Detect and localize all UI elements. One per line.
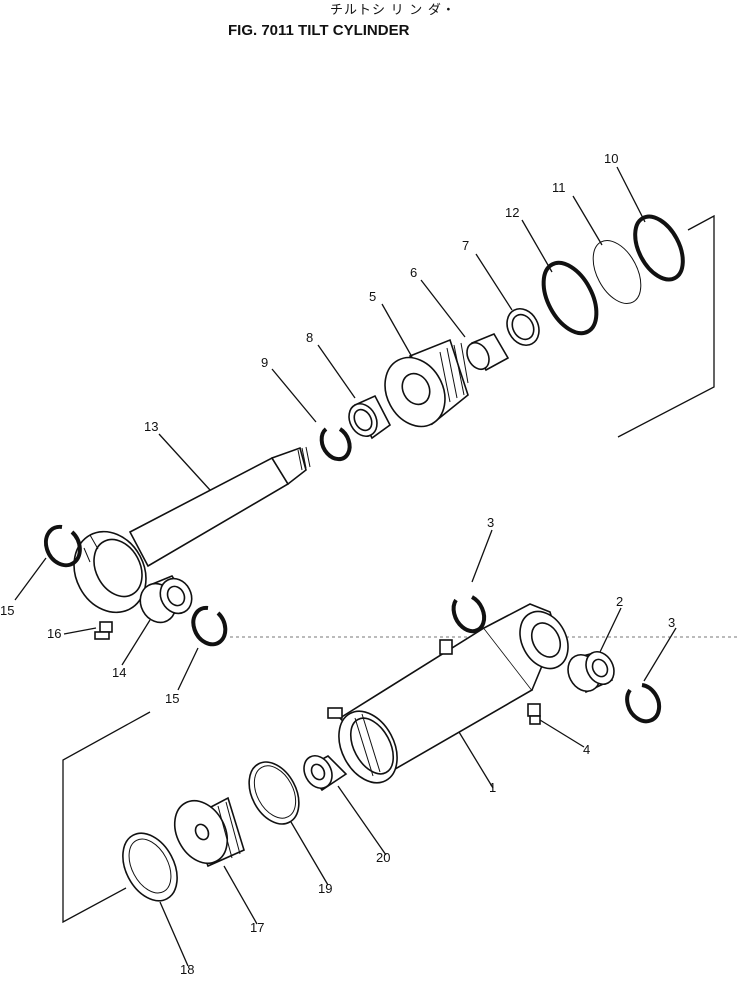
bushing-6: [466, 332, 510, 372]
callout-10: 10: [604, 151, 618, 166]
callout-14: 14: [112, 665, 126, 680]
leader-lines: [14, 166, 677, 967]
callout-7: 7: [462, 238, 469, 253]
grease-fitting-rod: [94, 621, 113, 640]
grease-fitting-tube: [527, 703, 541, 725]
nut-20: [303, 754, 348, 792]
snap-ring-9: [319, 427, 352, 462]
bushing-rod-end: [139, 575, 193, 624]
callout-4: 4: [583, 742, 590, 757]
callout-6: 6: [410, 265, 417, 280]
bushing-8: [348, 394, 392, 440]
cylinder-tube: [327, 603, 569, 784]
snap-ring-3-upper: [451, 595, 487, 634]
bushing-2: [567, 650, 615, 694]
bracket-lower: [62, 711, 151, 924]
callout-18: 18: [180, 962, 194, 977]
callout-11: 11: [552, 180, 566, 195]
callout-13: 13: [144, 419, 158, 434]
callout-16: 16: [47, 626, 61, 641]
piston-rod: [73, 446, 311, 614]
callout-12: 12: [505, 205, 519, 220]
piston-17: [173, 796, 245, 868]
snap-ring-lower: [191, 605, 228, 647]
callout-20: 20: [376, 850, 390, 865]
o-ring-12: [541, 260, 599, 336]
callout-8: 8: [306, 330, 313, 345]
snap-ring-3-right: [625, 683, 662, 724]
callout-5: 5: [369, 289, 376, 304]
callout-3-upper: 3: [487, 515, 494, 530]
cylinder-head: [384, 338, 469, 428]
callout-15-right: 15: [165, 691, 179, 706]
piston-seal-18: [122, 832, 178, 902]
o-ring-10: [633, 214, 685, 282]
title-japanese: チルトシ リ ン ダ・: [330, 2, 456, 17]
backup-ring-11: [592, 240, 642, 304]
callout-2: 2: [616, 594, 623, 609]
callout-19: 19: [318, 881, 332, 896]
callout-15-left: 15: [0, 603, 14, 618]
callout-1: 1: [489, 780, 496, 795]
bearing-7: [506, 308, 540, 346]
snap-ring-upper: [43, 524, 82, 568]
callout-9: 9: [261, 355, 268, 370]
bracket-upper: [617, 214, 715, 438]
callout-3-right: 3: [668, 615, 675, 630]
callout-17: 17: [250, 920, 264, 935]
wear-ring-19: [248, 761, 300, 825]
figure-title: FIG. 7011 TILT CYLINDER: [228, 22, 410, 39]
